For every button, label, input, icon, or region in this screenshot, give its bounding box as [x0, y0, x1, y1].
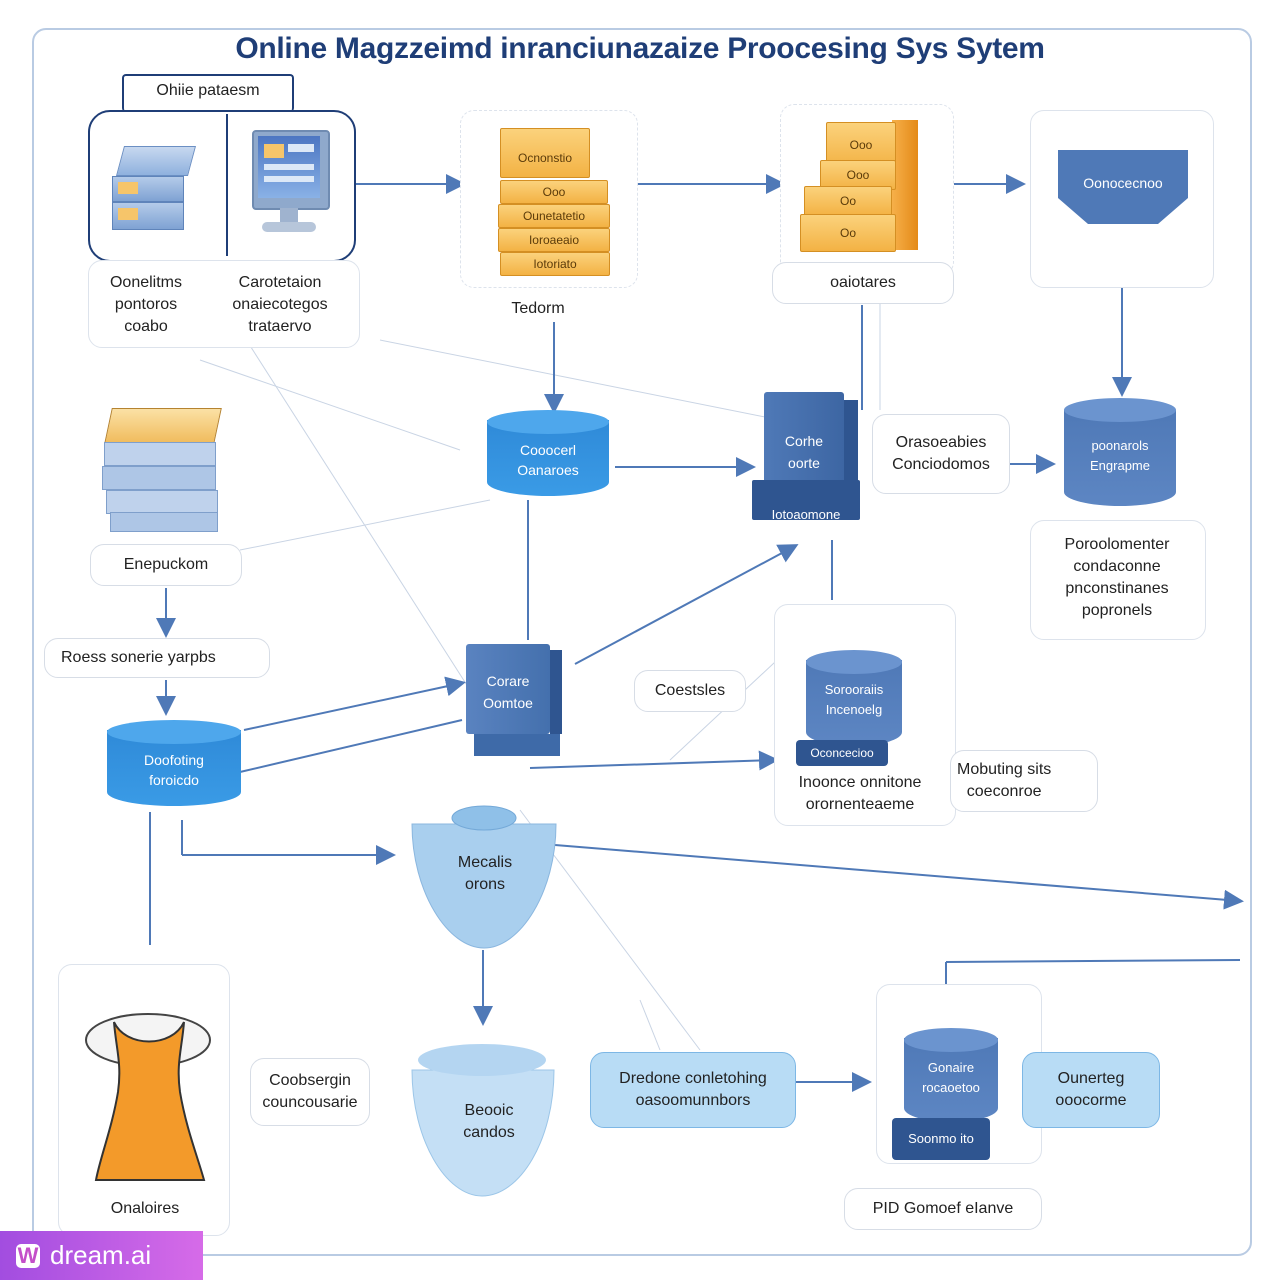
folder-item: Ioroaeaio [498, 228, 610, 252]
right-database: poonarols Engrapme [1064, 398, 1176, 506]
books-stack-icon [100, 400, 222, 536]
pornto-box [1030, 520, 1206, 640]
folder-item: Ocnonstio [500, 128, 590, 178]
shirt-label: Onaloires [110, 1200, 180, 1217]
mid-server-label: Corare Oomtoe [483, 673, 533, 711]
coestsles-label: Coestsles [634, 670, 746, 712]
mid-right-database: Sorooraiis Incenoelg [806, 650, 902, 746]
bottom-server-db: Gonaire rocaoetoo [904, 1028, 998, 1122]
server-stack-icon [106, 140, 197, 235]
beooic-bowl [411, 1044, 555, 1197]
folder-item: Iotoriato [500, 252, 610, 276]
mid-server [466, 644, 566, 758]
folder-item: Ooo [500, 180, 608, 204]
online-left-label: Oonelitms pontoros coabo [109, 274, 183, 335]
doofoting-database: Doofoting foroicdo [107, 720, 241, 806]
folder-item: Oo [800, 214, 896, 252]
online-processing-header: Ohiie pataesm [156, 82, 260, 99]
coobsergn-label: Coobsergin councousarie [250, 1058, 370, 1126]
right-folders-label: oaiotares [772, 262, 954, 304]
mid-right-db-base: Oconcecioo [796, 740, 888, 766]
diagram-frame [32, 28, 1252, 1256]
divider-line [226, 114, 228, 256]
online-labels-box [88, 260, 360, 348]
server-right-label: Corhe oorte [784, 433, 824, 471]
dredone-label: Dredone conletohing oasoomunnbors [590, 1052, 796, 1128]
folder-item: Ooo [820, 160, 896, 190]
watermark-text: dream.ai [50, 1240, 152, 1270]
top-folders-label: Tedorm [511, 300, 565, 317]
online-processing-group [122, 74, 294, 112]
central-database: Cooocerl Oanaroes [487, 410, 609, 496]
pornto-label: Poroolomenter condaconne pnconstinanes p… [1064, 536, 1170, 619]
funnel-label: Oonocecnoo [1083, 175, 1163, 191]
watermark-badge: W dream.ai [0, 1231, 203, 1280]
mecalis-label: Mecalis orons [457, 854, 513, 893]
folder-item: Oo [804, 186, 892, 216]
oraseo-label: Orasoeabies Conciodomos [872, 414, 1010, 494]
books-label: Enepuckom [90, 544, 242, 586]
folder-stack-side [892, 120, 918, 250]
mecalis-bowl [411, 805, 557, 949]
tank-top-icon [85, 1013, 211, 1181]
beooic-label: Beooic candos [463, 1102, 515, 1141]
online-right-label: Carotetaion onaiecotegos trataervo [232, 274, 328, 335]
mobuting-label: Mobuting sits coeconroe [950, 750, 1098, 812]
ounerteg-label: Ounerteg ooocorme [1022, 1052, 1160, 1128]
process-label: Roess sonerie yarpbs [44, 638, 270, 678]
pid-label: PID Gomoef eIanve [844, 1188, 1042, 1230]
diagram-title: Online Magzzeimd inrancіunazaize Prooces… [235, 32, 1045, 65]
mid-right-label: Inoonce onnitone orornenteaeme [798, 774, 922, 813]
bottom-server-base: Soonmo ito [892, 1118, 990, 1160]
folder-item: Ounetatetio [498, 204, 610, 228]
server-right-base: Iotoaomone [771, 507, 841, 522]
dream-logo-icon: W [16, 1242, 40, 1268]
monitor-icon [252, 130, 330, 236]
funnel-shape [1058, 150, 1188, 224]
server-right [752, 392, 860, 526]
